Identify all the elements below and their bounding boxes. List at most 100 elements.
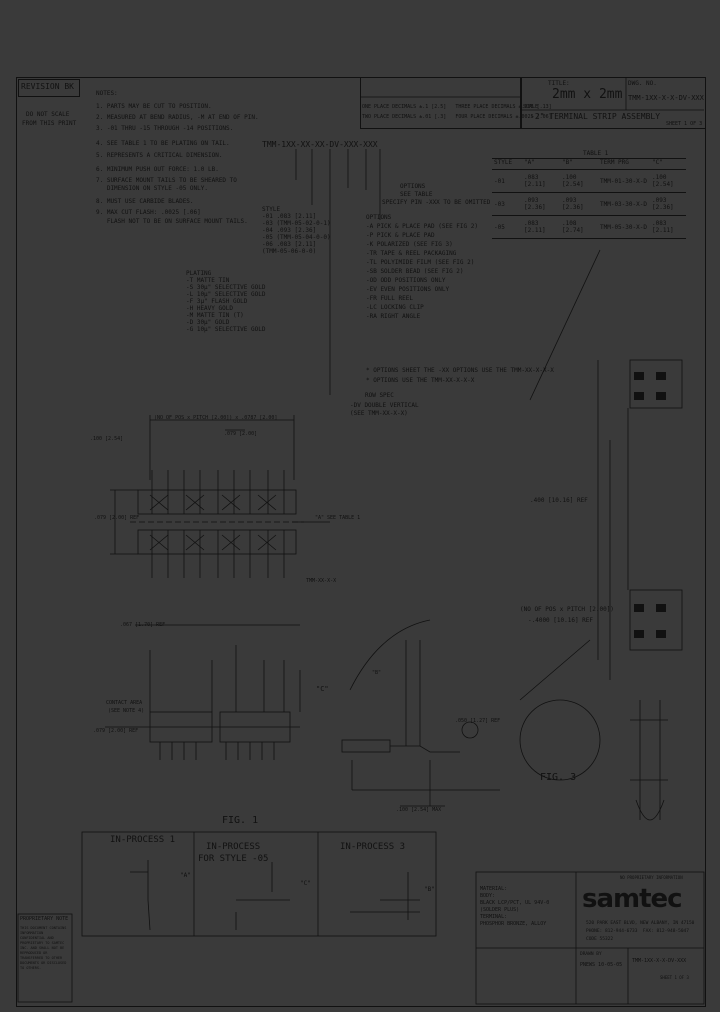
- row-spec-line-2: (SEE TMM-XX-X-X): [350, 410, 408, 417]
- table1-title: TABLE 1: [583, 150, 609, 157]
- table1-cell: .083 [2.11]: [524, 174, 546, 188]
- list-item: TERMINAL:: [480, 914, 508, 920]
- sheet-label: SHEET 1 OF 3: [666, 121, 703, 127]
- note-3: 3. -01 THRU -15 THROUGH -14 POSITIONS.: [96, 125, 234, 132]
- dim-pitch-note: (NO OF POS x PITCH [2.00]): [520, 606, 614, 613]
- table1-cell: TMM-03-30-X-D: [600, 200, 647, 208]
- table1-cell: TMM-05-30-X-D: [600, 223, 647, 231]
- fig3-label: FIG. 3: [540, 772, 577, 783]
- table1-header-style: STYLE: [494, 159, 513, 166]
- table1: STYLE "A" "B" TERM PRG "C" -01 .083 [2.1…: [492, 158, 686, 239]
- in-process-3-label: IN-PROCESS 3: [340, 842, 406, 852]
- list-item: -A PICK & PLACE PAD (SEE FIG 2): [366, 223, 478, 230]
- from-print-line: FROM THIS PRINT: [22, 120, 77, 127]
- revision-label: REVISION BK: [21, 82, 74, 91]
- table1-header-row: STYLE "A" "B" TERM PRG "C": [492, 158, 686, 170]
- list-item: -TR TAPE & REEL PACKAGING: [366, 250, 457, 257]
- dim-b-label: "B": [372, 670, 382, 676]
- note-8: 8. MUST USE CARBIDE BLADES.: [96, 198, 194, 205]
- notice-line-1: * OPTIONS SHEET THE -XX OPTIONS USE THE …: [366, 367, 554, 374]
- table-row: -01 .083 [2.11] .100 [2.54] TMM-01-30-X-…: [492, 170, 686, 193]
- list-item: OPTIONS: [366, 214, 392, 221]
- dim-ref: .079 [2.00] REF: [93, 728, 139, 734]
- list-item: -SB SOLDER BEAD (SEE FIG 2): [366, 268, 464, 275]
- part-number-options: OPTIONS: [400, 183, 426, 190]
- dim-c-label: "C": [316, 685, 329, 693]
- table1-cell: -03: [494, 200, 505, 208]
- list-item: -D 30µ" GOLD: [186, 319, 230, 326]
- list-item: -F 3µ" FLASH GOLD: [186, 298, 248, 305]
- dim-contact-area: CONTACT AREA: [106, 700, 143, 706]
- dim-see-note: (SEE NOTE 4): [108, 708, 145, 714]
- tolerance-box: [360, 77, 522, 129]
- list-item: -S 30µ" SELECTIVE GOLD: [186, 284, 266, 291]
- table1-cell: .093 [2.36]: [524, 197, 546, 211]
- bottom-dwg-number: TMM-1XX-X-X-DV-XXX: [632, 958, 687, 964]
- list-item: -G 10µ" SELECTIVE GOLD: [186, 326, 266, 333]
- list-item: PLATING: [186, 270, 212, 277]
- table1-header-term: TERM PRG: [600, 159, 629, 166]
- table1-cell: .108 [2.74]: [562, 220, 584, 234]
- bottom-sheet: SHEET 1 OF 3: [660, 975, 689, 980]
- notice-line-2: * OPTIONS USE THE TMM-XX-X-X-X: [366, 377, 475, 384]
- samtec-logo: samtec: [582, 884, 683, 914]
- note-7: 7. SURFACE MOUNT TAILS TO BE SHEARED TO: [96, 177, 237, 184]
- scale-label: SCALE: [523, 104, 539, 110]
- list-item: -K POLARIZED (SEE FIG 3): [366, 241, 453, 248]
- table1-header-a: "A": [524, 159, 535, 166]
- table1-cell: -05: [494, 223, 505, 231]
- list-item: -P PICK & PLACE PAD: [366, 232, 435, 239]
- list-item: MATERIAL:: [480, 886, 508, 892]
- list-item: -T MATTE TIN: [186, 277, 230, 284]
- note-1: 1. PARTS MAY BE CUT TO POSITION.: [96, 103, 212, 110]
- tolerance-line-1: ONE PLACE DECIMALS ±.1 [2.5] THREE PLACE…: [362, 104, 552, 110]
- note-2: 2. MEASURED AT BEND RADIUS, -M AT END OF…: [96, 114, 259, 121]
- row-spec-title: ROW SPEC: [365, 392, 394, 399]
- note-9b: FLASH NOT TO BE ON SURFACE MOUNT TAILS.: [96, 218, 248, 225]
- dim-pitch: .079 [2.00]: [224, 431, 258, 437]
- title-line-1: 2mm x 2mm: [552, 87, 623, 102]
- in-process-2-sub: FOR STYLE -05: [198, 854, 269, 864]
- proprietary-text: THIS DOCUMENT CONTAINS INFORMATION CONFI…: [20, 926, 67, 970]
- list-item: -01 .083 [2.11]: [262, 213, 317, 220]
- company-address-2: PHONE: 812-944-6733 FAX: 812-948-5047: [586, 929, 689, 934]
- list-item: -M MATTE TIN (T): [186, 312, 244, 319]
- list-item: -05 (TMM-05-04-0-0): [262, 234, 331, 241]
- dim-pitch-note-2: -.4000 [10.16] REF: [528, 617, 594, 624]
- table1-cell: .083 [2.11]: [652, 220, 674, 234]
- list-item: -RA RIGHT ANGLE: [366, 313, 421, 320]
- detail-b-label: "B": [424, 886, 435, 893]
- list-item: BLACK LCP/PCT, UL 94V-0: [480, 900, 550, 906]
- table1-cell: .100 [2.54]: [562, 174, 584, 188]
- part-number-code: TMM-1XX-XX-XX-DV-XXX-XXX: [262, 140, 378, 149]
- table-row: -05 .083 [2.11] .108 [2.74] TMM-05-30-X-…: [492, 216, 686, 239]
- list-item: -EV EVEN POSITIONS ONLY: [366, 286, 450, 293]
- list-item: (SOLDER PLUS): [480, 907, 520, 913]
- table1-cell: .093 [2.36]: [562, 197, 584, 211]
- options-list: OPTIONS -A PICK & PLACE PAD (SEE FIG 2) …: [366, 213, 478, 321]
- table1-header-b: "B": [562, 159, 573, 166]
- in-process-1-label: IN-PROCESS 1: [110, 835, 176, 845]
- table1-cell: .093 [2.36]: [652, 197, 674, 211]
- list-item: PHOSPHOR BRONZE, ALLOY: [480, 921, 547, 927]
- dwg-label: DWG. NO.: [628, 80, 657, 87]
- title-line-2: -2" TERMINAL STRIP ASSEMBLY: [530, 112, 661, 121]
- list-item: BODY:: [480, 893, 496, 899]
- table1-cell: TMM-01-30-X-D: [600, 177, 647, 185]
- styles-list: STYLE -01 .083 [2.11] -03 (TMM-05-02-0-1…: [262, 206, 331, 255]
- list-item: -06 .083 [2.11]: [262, 241, 317, 248]
- dim-right-ref: .400 [10.16] REF: [530, 497, 588, 504]
- material-list: MATERIAL: BODY: BLACK LCP/PCT, UL 94V-0 …: [480, 886, 549, 928]
- company-address-1: 520 PARK EAST BLVD, NEW ALBANY, IN 47150: [586, 921, 695, 926]
- notes-title: NOTES:: [96, 90, 118, 97]
- list-item: -L 10µ" SELECTIVE GOLD: [186, 291, 266, 298]
- note-7b: DIMENSION ON STYLE -05 ONLY.: [96, 185, 208, 192]
- part-number-omit: SPECIFY PIN -XXX TO BE OMITTED: [382, 199, 491, 206]
- title-label: TITLE:: [548, 80, 570, 87]
- table-row: -03 .093 [2.36] .093 [2.36] TMM-03-30-X-…: [492, 193, 686, 216]
- list-item: -H HEAVY GOLD: [186, 305, 233, 312]
- dwg-number: TMM-1XX-X-X-DV-XXX: [628, 94, 704, 102]
- table1-cell: -01: [494, 177, 505, 185]
- tolerance-line-2: TWO PLACE DECIMALS ±.01 [.3] FOUR PLACE …: [362, 114, 552, 120]
- dim-side-label: "A" SEE TABLE 1: [315, 515, 361, 521]
